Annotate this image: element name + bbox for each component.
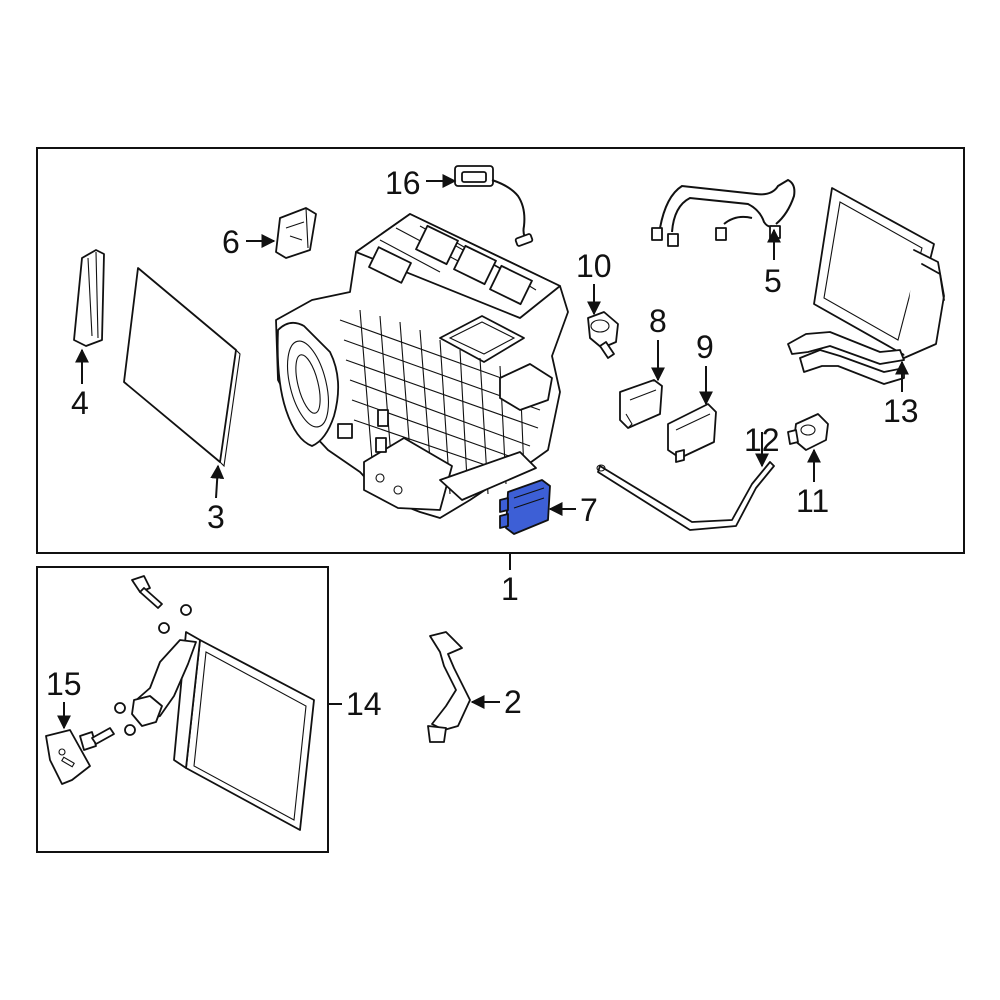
- part-6-sensor[interactable]: [275, 207, 317, 259]
- callout-16[interactable]: 16: [385, 165, 421, 201]
- callout-9[interactable]: 9: [696, 329, 714, 365]
- part-3-cabin-filter[interactable]: [123, 267, 241, 468]
- part-14-evaporator-kit[interactable]: [79, 575, 315, 831]
- callout-12[interactable]: 12: [744, 422, 780, 458]
- callout-7[interactable]: 7: [580, 492, 598, 528]
- callout-6[interactable]: 6: [222, 224, 240, 260]
- callout-5[interactable]: 5: [764, 263, 782, 299]
- callout-4[interactable]: 4: [71, 385, 89, 421]
- part-13-heater-core[interactable]: [787, 187, 945, 385]
- callout-2[interactable]: 2: [504, 684, 522, 720]
- part-4-filter-door[interactable]: [73, 249, 105, 347]
- part-11-sensor[interactable]: [787, 413, 829, 451]
- part-10-sensor[interactable]: [587, 311, 619, 359]
- part-9-module[interactable]: [667, 403, 717, 463]
- part-12-pipe[interactable]: [596, 461, 775, 531]
- main-assembly-frame: [36, 147, 965, 554]
- callout-14[interactable]: 14: [346, 686, 382, 722]
- part-16-temp-sensor[interactable]: [454, 165, 534, 247]
- part-7-control-module[interactable]: [499, 479, 551, 535]
- part-15-bracket[interactable]: [45, 729, 91, 785]
- callout-1[interactable]: 1: [501, 571, 519, 607]
- callout-8[interactable]: 8: [649, 303, 667, 339]
- evaporator-kit-frame: [36, 566, 329, 853]
- callout-15[interactable]: 15: [46, 666, 82, 702]
- part-2-pipe[interactable]: [427, 631, 471, 743]
- callout-10[interactable]: 10: [576, 248, 612, 284]
- callout-13[interactable]: 13: [883, 393, 919, 429]
- callout-3[interactable]: 3: [207, 499, 225, 535]
- callout-11[interactable]: 11: [796, 483, 829, 519]
- part-8-blower-resistor[interactable]: [619, 379, 663, 429]
- hvac-case-housing: [275, 213, 569, 519]
- callout-labels: 16 6 4 3 5 10 8 9 7 12 11 13 1 2 14 15: [46, 165, 919, 722]
- leader-lines: [57, 174, 909, 730]
